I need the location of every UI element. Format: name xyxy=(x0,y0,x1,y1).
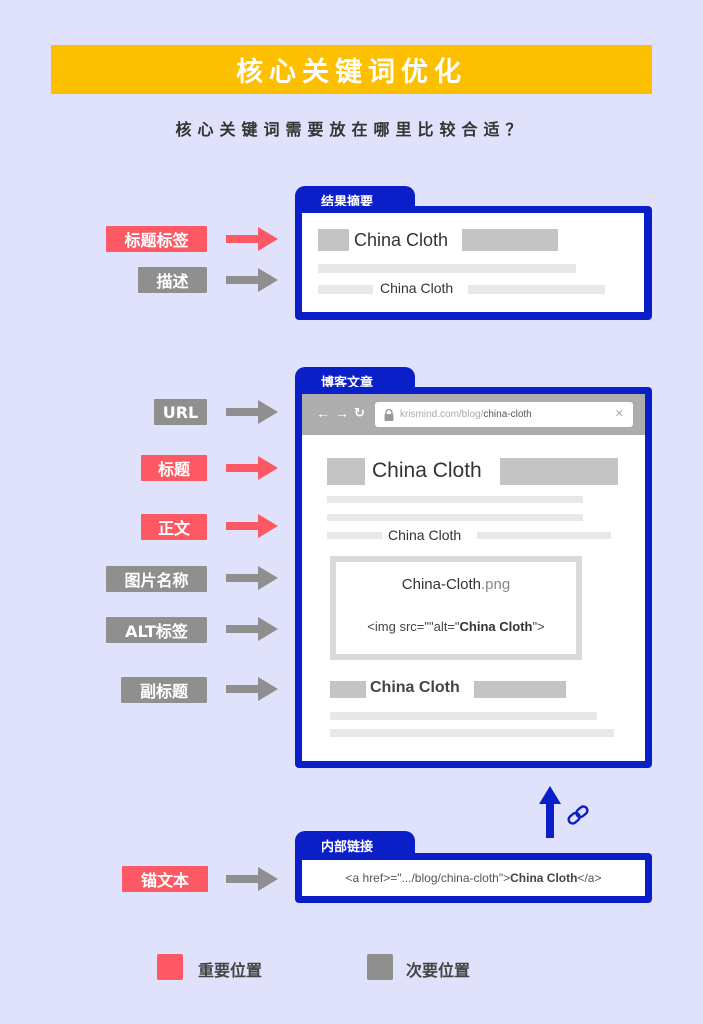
arrow-right-icon xyxy=(226,400,278,424)
alt-code-prefix: <img src=""alt=" xyxy=(367,619,460,634)
arrow-right-icon xyxy=(226,514,278,538)
arrow-right-icon xyxy=(226,566,278,590)
placeholder-block xyxy=(500,458,618,485)
arrow-right-icon xyxy=(226,867,278,891)
label-url: URL xyxy=(154,399,207,425)
arrow-up-icon xyxy=(539,786,561,838)
label-anchor-text: 锚文本 xyxy=(122,866,208,892)
placeholder-line xyxy=(327,496,583,503)
link-code-suffix: </a> xyxy=(577,871,602,885)
arrow-right-icon xyxy=(226,617,278,641)
placeholder-line xyxy=(330,712,597,720)
search-result-card: China Cloth China Cloth xyxy=(302,213,644,312)
back-arrow-icon[interactable]: ← xyxy=(316,405,330,421)
placeholder-line xyxy=(468,285,605,294)
placeholder-line xyxy=(330,729,614,737)
search-result-frame: China Cloth China Cloth xyxy=(295,206,652,320)
post-title-keyword: China Cloth xyxy=(372,459,482,482)
result-title-keyword: China Cloth xyxy=(354,230,449,250)
placeholder-line xyxy=(327,532,382,539)
post-body-keyword: China Cloth xyxy=(388,527,462,543)
placeholder-block xyxy=(474,681,566,698)
label-heading: 标题 xyxy=(141,455,207,481)
post-subheading-keyword: China Cloth xyxy=(370,679,460,696)
page-title: 核心关键词优化 xyxy=(236,57,467,88)
tab-label: 博客文章 xyxy=(321,375,374,391)
legend-secondary-swatch xyxy=(367,954,393,980)
alt-code-suffix: "> xyxy=(532,619,545,634)
tab-label: 内部链接 xyxy=(321,839,374,855)
internal-link-frame: <a href>=".../blog/china-cloth">China Cl… xyxy=(295,853,652,903)
placeholder-line xyxy=(327,514,583,521)
image-alt-code: <img src=""alt="China Cloth"> xyxy=(336,619,576,634)
image-file-extension: .png xyxy=(481,576,511,593)
close-icon[interactable]: ✕ xyxy=(614,408,624,420)
placeholder-block xyxy=(327,458,365,485)
image-placeholder: China-Cloth.png <img src=""alt="China Cl… xyxy=(330,556,582,660)
browser-toolbar: ← → ↻ krismind.com/blog/ china-cloth ✕ xyxy=(302,394,645,435)
placeholder-line xyxy=(477,532,611,539)
label-title-tag: 标题标签 xyxy=(106,226,207,252)
placeholder-line xyxy=(318,264,576,273)
arrow-right-icon xyxy=(226,268,278,292)
url-bar[interactable]: krismind.com/blog/ china-cloth ✕ xyxy=(375,402,633,427)
result-description-keyword: China Cloth xyxy=(380,280,454,296)
label-description: 描述 xyxy=(138,267,207,293)
arrow-right-icon xyxy=(226,227,278,251)
tab-label: 结果摘要 xyxy=(321,194,374,210)
arrow-right-icon xyxy=(226,456,278,480)
title-banner: 核心关键词优化 xyxy=(51,45,652,94)
image-filename-keyword: China-Cloth xyxy=(401,576,481,593)
placeholder-block xyxy=(330,681,366,698)
placeholder-block xyxy=(318,229,349,251)
alt-keyword: China Cloth xyxy=(459,619,533,634)
link-chain-icon xyxy=(567,805,589,825)
page-subtitle: 核心关键词需要放在哪里比较合适？ xyxy=(175,120,528,139)
reload-icon[interactable]: ↻ xyxy=(354,405,365,420)
legend-important-swatch xyxy=(157,954,183,980)
forward-arrow-icon[interactable]: → xyxy=(335,405,349,421)
legend-secondary-label: 次要位置 xyxy=(406,961,471,980)
blog-post-frame: ← → ↻ krismind.com/blog/ china-cloth ✕ C… xyxy=(295,387,652,768)
url-slug: china-cloth xyxy=(483,409,532,420)
blog-post-page: China Cloth China Cloth China-Cloth.png … xyxy=(302,435,645,761)
label-body: 正文 xyxy=(141,514,207,540)
url-domain: krismind.com/blog/ xyxy=(400,409,484,420)
placeholder-block xyxy=(462,229,558,251)
label-image-name: 图片名称 xyxy=(106,566,207,592)
lock-icon xyxy=(384,408,394,421)
link-anchor-keyword: China Cloth xyxy=(510,871,578,885)
label-subheading: 副标题 xyxy=(121,677,207,703)
arrow-right-icon xyxy=(226,677,278,701)
placeholder-line xyxy=(318,285,373,294)
legend-important-label: 重要位置 xyxy=(198,961,263,980)
label-alt-tag: ALT标签 xyxy=(106,617,207,643)
link-code-prefix: <a href>=".../blog/china-cloth"> xyxy=(345,871,511,885)
image-filename: China-Cloth.png xyxy=(336,576,576,593)
internal-link-code: <a href>=".../blog/china-cloth">China Cl… xyxy=(302,860,645,896)
